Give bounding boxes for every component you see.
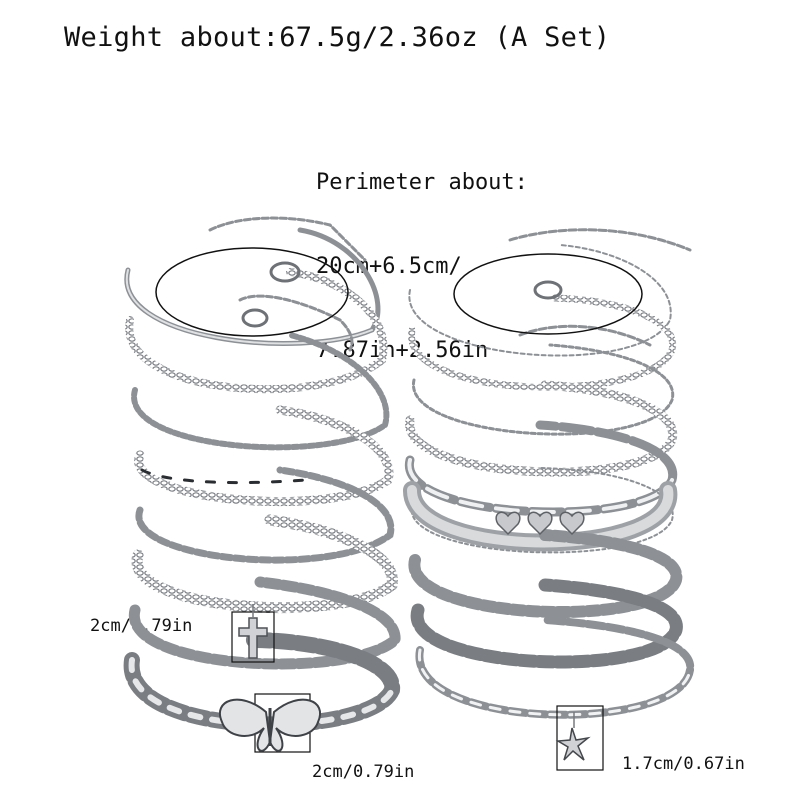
left-bracelet-stack bbox=[123, 216, 401, 733]
star-pendant-icon bbox=[555, 712, 591, 761]
cross-pendant-icon bbox=[238, 604, 268, 659]
clasp-callout-left bbox=[155, 247, 349, 337]
weight-label: Weight about:67.5g/2.36oz (A Set) bbox=[64, 22, 611, 53]
perimeter-title: Perimeter about: bbox=[316, 170, 528, 195]
butterfly-pendant-icon bbox=[219, 698, 321, 752]
star-measure-box bbox=[556, 705, 604, 771]
right-bracelet-stack bbox=[402, 228, 695, 719]
heart-charm-icon bbox=[495, 511, 585, 536]
star-dimension-label: 1.7cm/0.67in bbox=[622, 754, 745, 774]
clasp-callout-right bbox=[453, 253, 643, 335]
butterfly-dimension-label: 2cm/0.79in bbox=[312, 762, 415, 782]
